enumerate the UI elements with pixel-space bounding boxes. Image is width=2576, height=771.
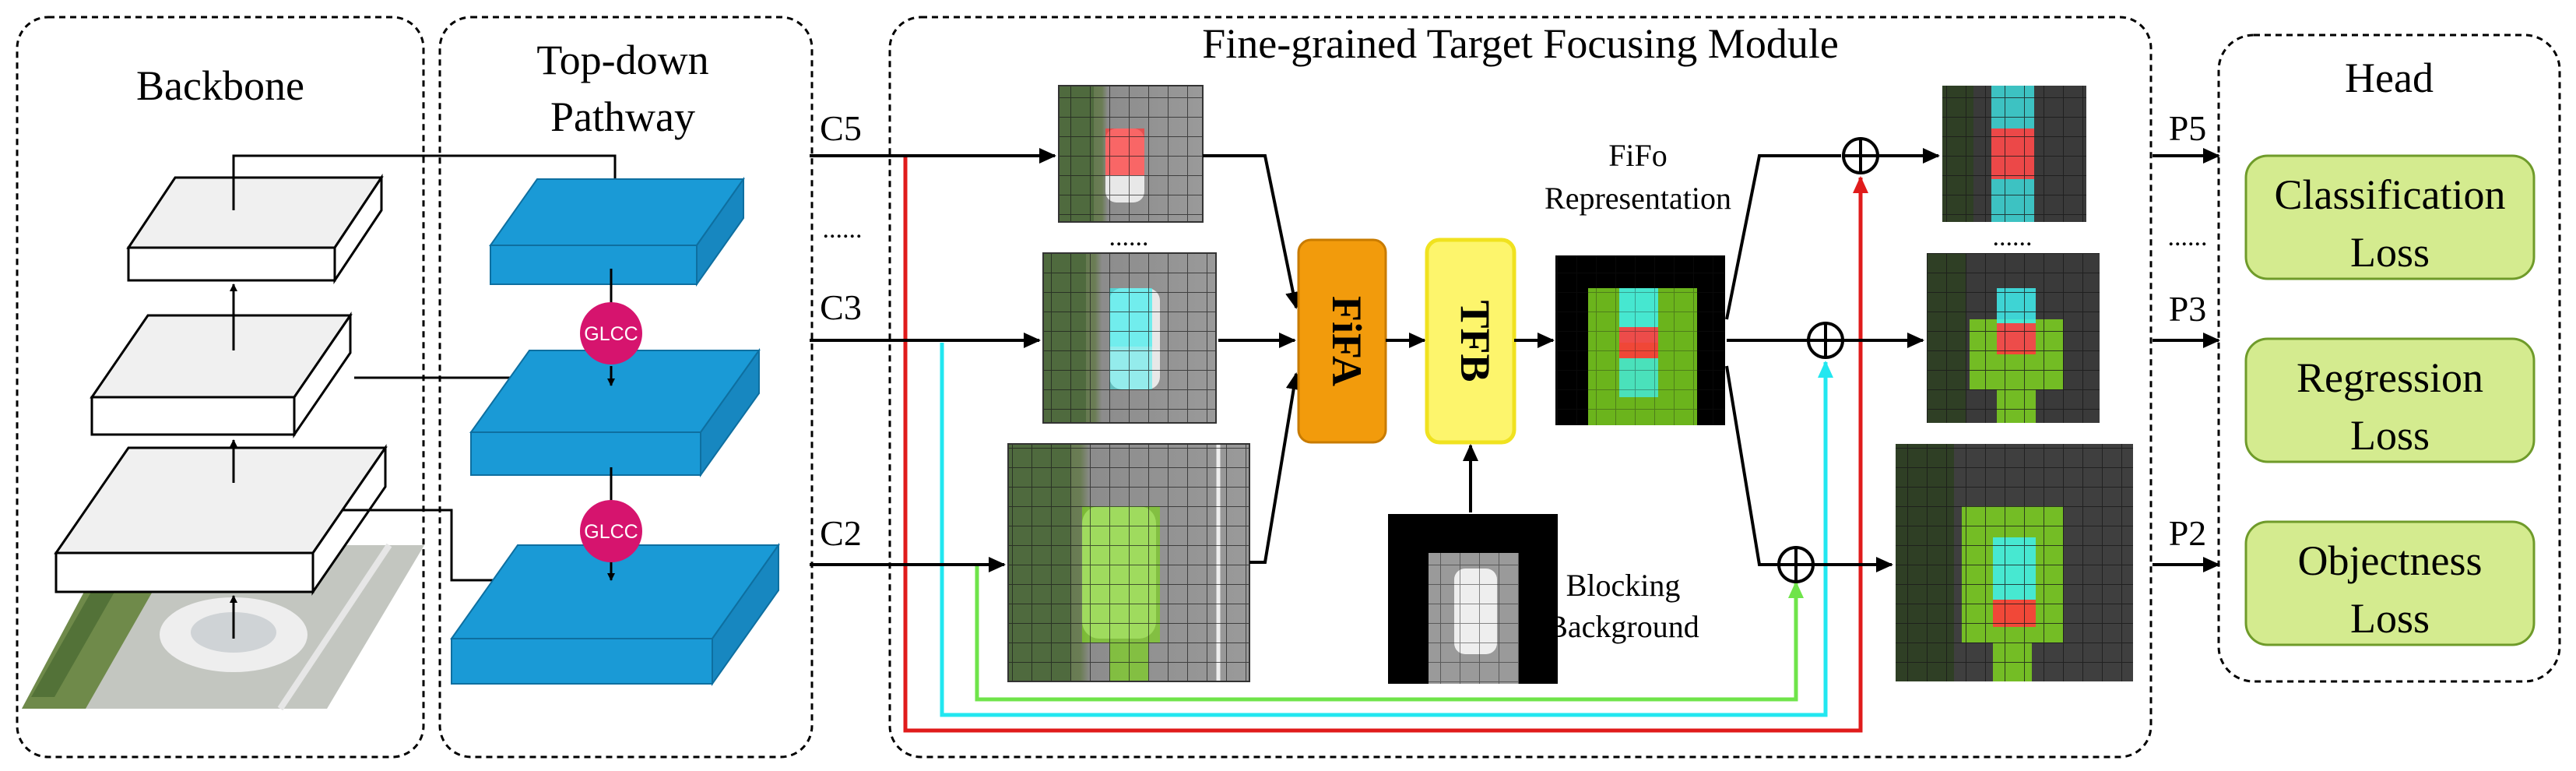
regression-loss-line1: Regression — [2297, 354, 2483, 401]
classification-loss-box: Classification Loss — [2244, 154, 2536, 280]
skip-line-red — [903, 156, 1868, 733]
fifo-representation — [1555, 255, 1725, 425]
blocking-label-line1: Blocking — [1566, 568, 1681, 603]
pathway-feature-3 — [450, 542, 780, 687]
classification-loss-line2: Loss — [2350, 229, 2430, 276]
feature-map-c5 — [1058, 85, 1204, 223]
pathway-title-line2: Pathway — [550, 93, 695, 140]
backbone-panel — [16, 16, 425, 759]
backbone-layer-3 — [54, 444, 388, 596]
pathway-panel — [438, 16, 814, 759]
backbone-title: Backbone — [136, 62, 304, 109]
head-title: Head — [2345, 55, 2434, 101]
module-title: Fine-grained Target Focusing Module — [1202, 20, 1839, 67]
output-map-p3 — [1927, 253, 2100, 423]
head-panel — [2217, 33, 2561, 683]
pathway-feature-1 — [489, 176, 745, 287]
fifa-input-arrows — [1203, 154, 1302, 564]
backbone-layer-2 — [90, 312, 353, 438]
output-label-p5: P5 — [2169, 108, 2207, 148]
classification-loss-line1: Classification — [2275, 171, 2506, 218]
blocking-label-line2: Background — [1547, 609, 1699, 644]
regression-loss-line2: Loss — [2350, 412, 2430, 459]
output-label-p2: P2 — [2169, 513, 2207, 553]
output-map-p5 — [1942, 86, 2086, 222]
fifo-output-lines — [1725, 154, 1841, 566]
tfb-label: TFB — [1452, 300, 1499, 382]
input-label-c2: C2 — [820, 513, 862, 553]
fifo-label-line1: FiFo — [1608, 138, 1668, 173]
glcc-node-2: GLCC — [580, 500, 642, 562]
skip-line-green — [975, 565, 1804, 702]
regression-loss-box: Regression Loss — [2244, 337, 2536, 463]
blocking-background-image — [1388, 514, 1558, 684]
output-ellipsis: ...... — [2168, 223, 2208, 252]
sum-node-p3 — [1807, 322, 1844, 359]
objectness-loss-line2: Loss — [2350, 595, 2430, 642]
output-label-p3: P3 — [2169, 289, 2207, 329]
glcc-label-2: GLCC — [584, 521, 638, 543]
sum-node-p5 — [1842, 137, 1879, 174]
sum-node-p2 — [1777, 546, 1815, 583]
fifo-label-line2: Representation — [1545, 181, 1731, 216]
module-panel — [888, 16, 2153, 759]
input-label-c5: C5 — [820, 108, 862, 148]
glcc-label-1: GLCC — [584, 323, 638, 345]
glcc-node-1: GLCC — [580, 302, 642, 364]
feature-map-c2 — [1007, 443, 1250, 682]
input-ellipsis: ...... — [823, 215, 863, 244]
pathway-title-line1: Top-down — [536, 37, 708, 83]
head-input-arrows — [2153, 148, 2220, 572]
input-arrows — [810, 148, 1056, 572]
objectness-loss-line1: Objectness — [2298, 537, 2483, 584]
skip-line-cyan — [940, 343, 1833, 717]
sum-output-arrows — [1813, 148, 1940, 572]
fifa-label: FiFA — [1323, 296, 1370, 386]
backbone-layer-1 — [126, 174, 384, 284]
feature-map-c3 — [1042, 252, 1217, 424]
pathway-feature-2 — [469, 347, 761, 478]
objectness-loss-box: Objectness Loss — [2244, 520, 2536, 646]
output-map-p2 — [1896, 444, 2133, 681]
input-label-c3: C3 — [820, 287, 862, 327]
feature-ellipsis: ...... — [1109, 223, 1149, 252]
fifa-block: FiFA — [1297, 238, 1387, 444]
tfb-block: TFB — [1425, 238, 1516, 445]
output-tile-ellipsis: ...... — [1993, 223, 2033, 252]
